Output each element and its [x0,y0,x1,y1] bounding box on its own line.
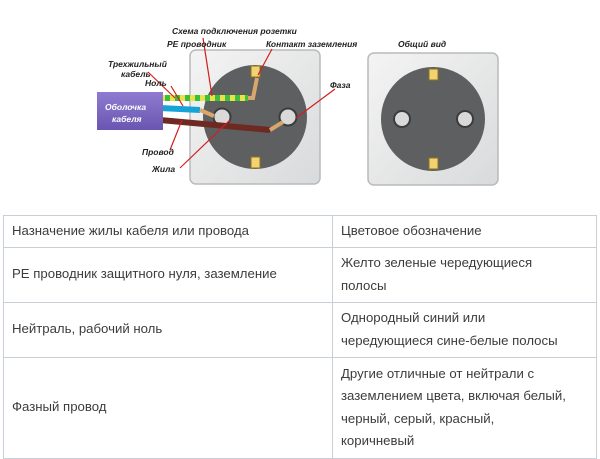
label-phase: Фаза [330,80,351,90]
label-sheath-2: кабеля [112,114,142,124]
label-core: Жила [151,164,175,174]
title-wiring-scheme: Схема подключения розетки [172,26,298,36]
leader-lines [147,37,336,169]
cell-color-line: Другие отличные от нейтрали с [341,365,535,381]
phase-wire [159,117,271,133]
label-neutral: Ноль [145,78,167,88]
pe-core [248,77,259,100]
cell-color-line: Желто зеленые чередующиеся [341,255,533,270]
socket-face-right [381,67,485,171]
cable-sheath [97,92,163,130]
table-header-row: Назначение жилы кабеля или провода Цвето… [3,215,597,248]
cell-color: Однородный синий или чередующиеся сине-б… [332,301,597,358]
cell-color-line: черный, серый, красный, [341,410,495,426]
cell-color-line: коричневый [341,433,415,448]
header-purpose: Назначение жилы кабеля или провода [3,215,333,248]
table-row: PE проводник защитного нуля, заземление … [3,246,597,303]
label-cable-2: кабель [121,69,151,79]
label-wire: Провод [142,147,174,157]
ground-contact-top [250,65,261,78]
cell-color-line: Однородный синий или [341,310,486,325]
header-color: Цветовое обозначение [332,215,597,248]
label-sheath-1: Оболочка [105,102,146,112]
ground-contact-bottom [250,156,261,169]
cell-color-line: чередующиеся сине-белые полосы [341,332,558,348]
phase-core [268,120,285,132]
diagram-labels: Схема подключения розетки PE проводник К… [105,26,446,174]
ground-contact-top-right [428,68,439,81]
neutral-wire [159,105,201,113]
socket-hole-right [456,110,474,128]
socket-general-view [367,52,499,186]
table-row: Нейтраль, рабочий ноль Однородный синий … [3,301,597,358]
label-ground-contact: Контакт заземления [266,39,357,49]
cell-color: Желто зеленые чередующиеся полосы [332,246,597,303]
label-cable-1: Трехжильный [108,59,168,69]
socket-hole-left [393,110,411,128]
cell-color-line: заземлением цвета, включая белый, [341,388,566,403]
wire-color-table: Назначение жилы кабеля или провода Цвето… [3,215,597,459]
cell-purpose: Нейтраль, рабочий ноль [3,301,333,358]
socket-face-left [203,65,307,169]
cell-color-line: полосы [341,277,387,293]
label-pe-conductor: PE проводник [167,39,227,49]
cable-wires [97,77,285,133]
table-row: Фазный провод Другие отличные от нейтрал… [3,356,597,459]
ground-contact-bottom-right [428,157,439,170]
cell-color: Другие отличные от нейтрали с заземление… [332,356,597,459]
cell-purpose: PE проводник защитного нуля, заземление [3,246,333,303]
neutral-core [199,108,215,118]
socket-wiring-view [189,49,321,185]
socket-diagram: Схема подключения розетки PE проводник К… [97,26,499,186]
title-general-view: Общий вид [398,39,446,49]
cell-purpose: Фазный провод [3,356,333,459]
